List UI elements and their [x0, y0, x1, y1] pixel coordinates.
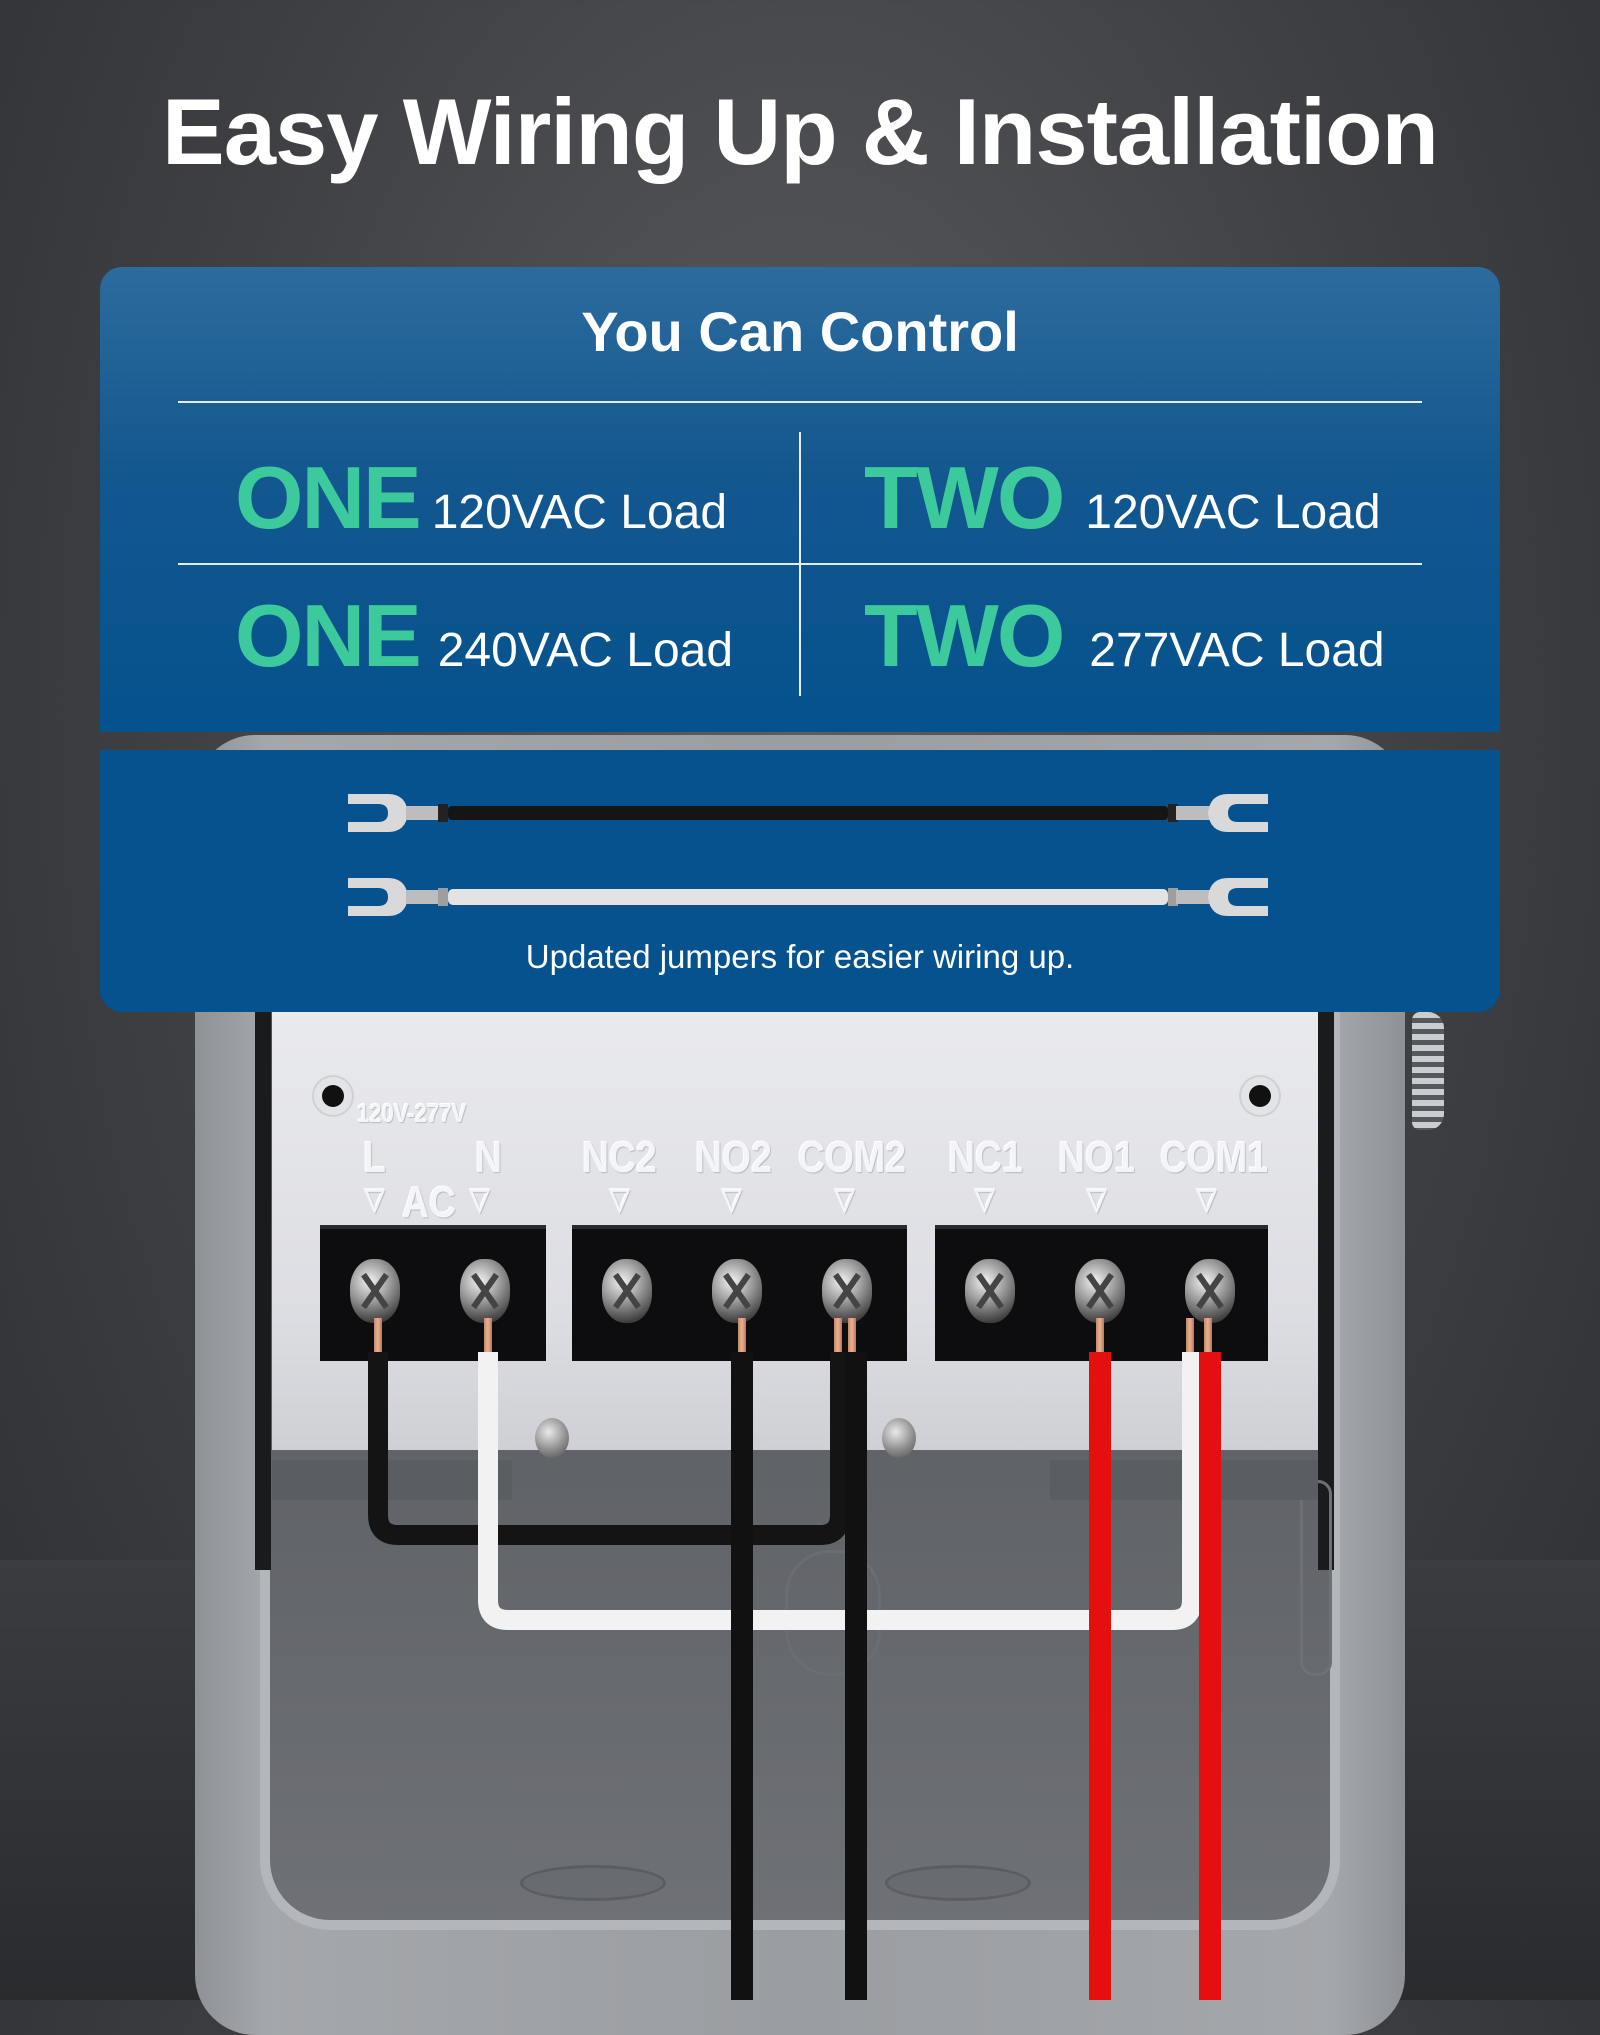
divider	[799, 432, 801, 696]
jumpers-panel: Updated jumpers for easier wiring up.	[100, 750, 1500, 1012]
terminal-screw-N[interactable]	[460, 1259, 510, 1323]
ac-label: AC	[402, 1178, 457, 1227]
terminal-label-NO2: NO2	[695, 1133, 772, 1182]
arrow-NC1-icon: ▽	[975, 1183, 995, 1216]
terminal-label-COM2: COM2	[798, 1133, 907, 1182]
terminal-label-COM1: COM1	[1160, 1133, 1269, 1182]
terminal-screw-NO1[interactable]	[1075, 1259, 1125, 1323]
control-cell: TWO 277VAC Load	[864, 585, 1385, 687]
plate-shadow	[272, 1460, 512, 1500]
wire-black-L-jumper	[368, 1352, 850, 1545]
terminal-label-NC2: NC2	[582, 1133, 657, 1182]
wire-white-N	[478, 1352, 1202, 1630]
mounting-screw-left	[535, 1418, 569, 1458]
arrow-COM1-icon: ▽	[1197, 1183, 1217, 1216]
terminal-screw-NO2[interactable]	[712, 1259, 762, 1323]
terminal-screw-NC1[interactable]	[965, 1259, 1015, 1323]
mounting-hole-left	[322, 1085, 344, 1107]
load-label: 240VAC Load	[437, 624, 734, 677]
copper-end	[1186, 1318, 1194, 1352]
count-label: ONE	[235, 448, 422, 547]
copper-end	[484, 1318, 492, 1352]
hinge-spring-icon	[1412, 1012, 1444, 1130]
jumper-white-icon	[348, 878, 1268, 916]
count-label: ONE	[235, 586, 422, 685]
arrow-NO2-icon: ▽	[722, 1183, 742, 1216]
terminal-screw-COM2[interactable]	[822, 1259, 872, 1323]
arrow-NC2-icon: ▽	[610, 1183, 630, 1216]
copper-end	[738, 1318, 746, 1352]
copper-end	[374, 1318, 382, 1352]
copper-end	[1204, 1318, 1212, 1352]
knockout-left	[520, 1865, 666, 1901]
enclosure-frame-right	[1318, 1010, 1334, 1570]
load-label: 120VAC Load	[431, 486, 728, 539]
arrow-COM2-icon: ▽	[835, 1183, 855, 1216]
terminal-screw-NC2[interactable]	[602, 1259, 652, 1323]
terminal-label-NC1: NC1	[948, 1133, 1023, 1182]
knockout-right	[885, 1865, 1031, 1901]
terminal-screw-L[interactable]	[350, 1259, 400, 1323]
arrow-N-icon: ▽	[470, 1183, 490, 1216]
load-label: 120VAC Load	[1085, 486, 1381, 539]
control-panel-title: You Can Control	[581, 300, 1019, 363]
enclosure-frame-left	[255, 1010, 271, 1570]
jumper-black-icon	[348, 794, 1268, 832]
terminal-label-NO1: NO1	[1058, 1133, 1135, 1182]
load-label: 277VAC Load	[1089, 624, 1385, 677]
count-label: TWO	[864, 448, 1065, 547]
voltage-label: 120V-277V	[357, 1098, 467, 1128]
terminal-label-N: N	[475, 1133, 503, 1182]
copper-end	[848, 1318, 856, 1352]
divider	[178, 401, 1422, 403]
control-panel: You Can Control ONE 120VAC Load TWO 120V…	[100, 267, 1500, 732]
control-cell: TWO 120VAC Load	[864, 447, 1381, 549]
copper-end	[1096, 1318, 1104, 1352]
control-cell: ONE 120VAC Load	[235, 447, 727, 549]
copper-end	[834, 1318, 842, 1352]
arrow-L-icon: ▽	[365, 1183, 385, 1216]
control-cell: ONE 240VAC Load	[235, 585, 733, 687]
mounting-hole-right	[1249, 1085, 1271, 1107]
jumpers-caption: Updated jumpers for easier wiring up.	[525, 938, 1075, 975]
mounting-screw-right	[882, 1418, 916, 1458]
page-title: Easy Wiring Up & Installation	[162, 79, 1439, 184]
arrow-NO1-icon: ▽	[1087, 1183, 1107, 1216]
terminal-label-L: L	[363, 1133, 386, 1182]
count-label: TWO	[864, 586, 1065, 685]
terminal-screw-COM1[interactable]	[1185, 1259, 1235, 1323]
terminal-block-ac	[320, 1225, 546, 1361]
